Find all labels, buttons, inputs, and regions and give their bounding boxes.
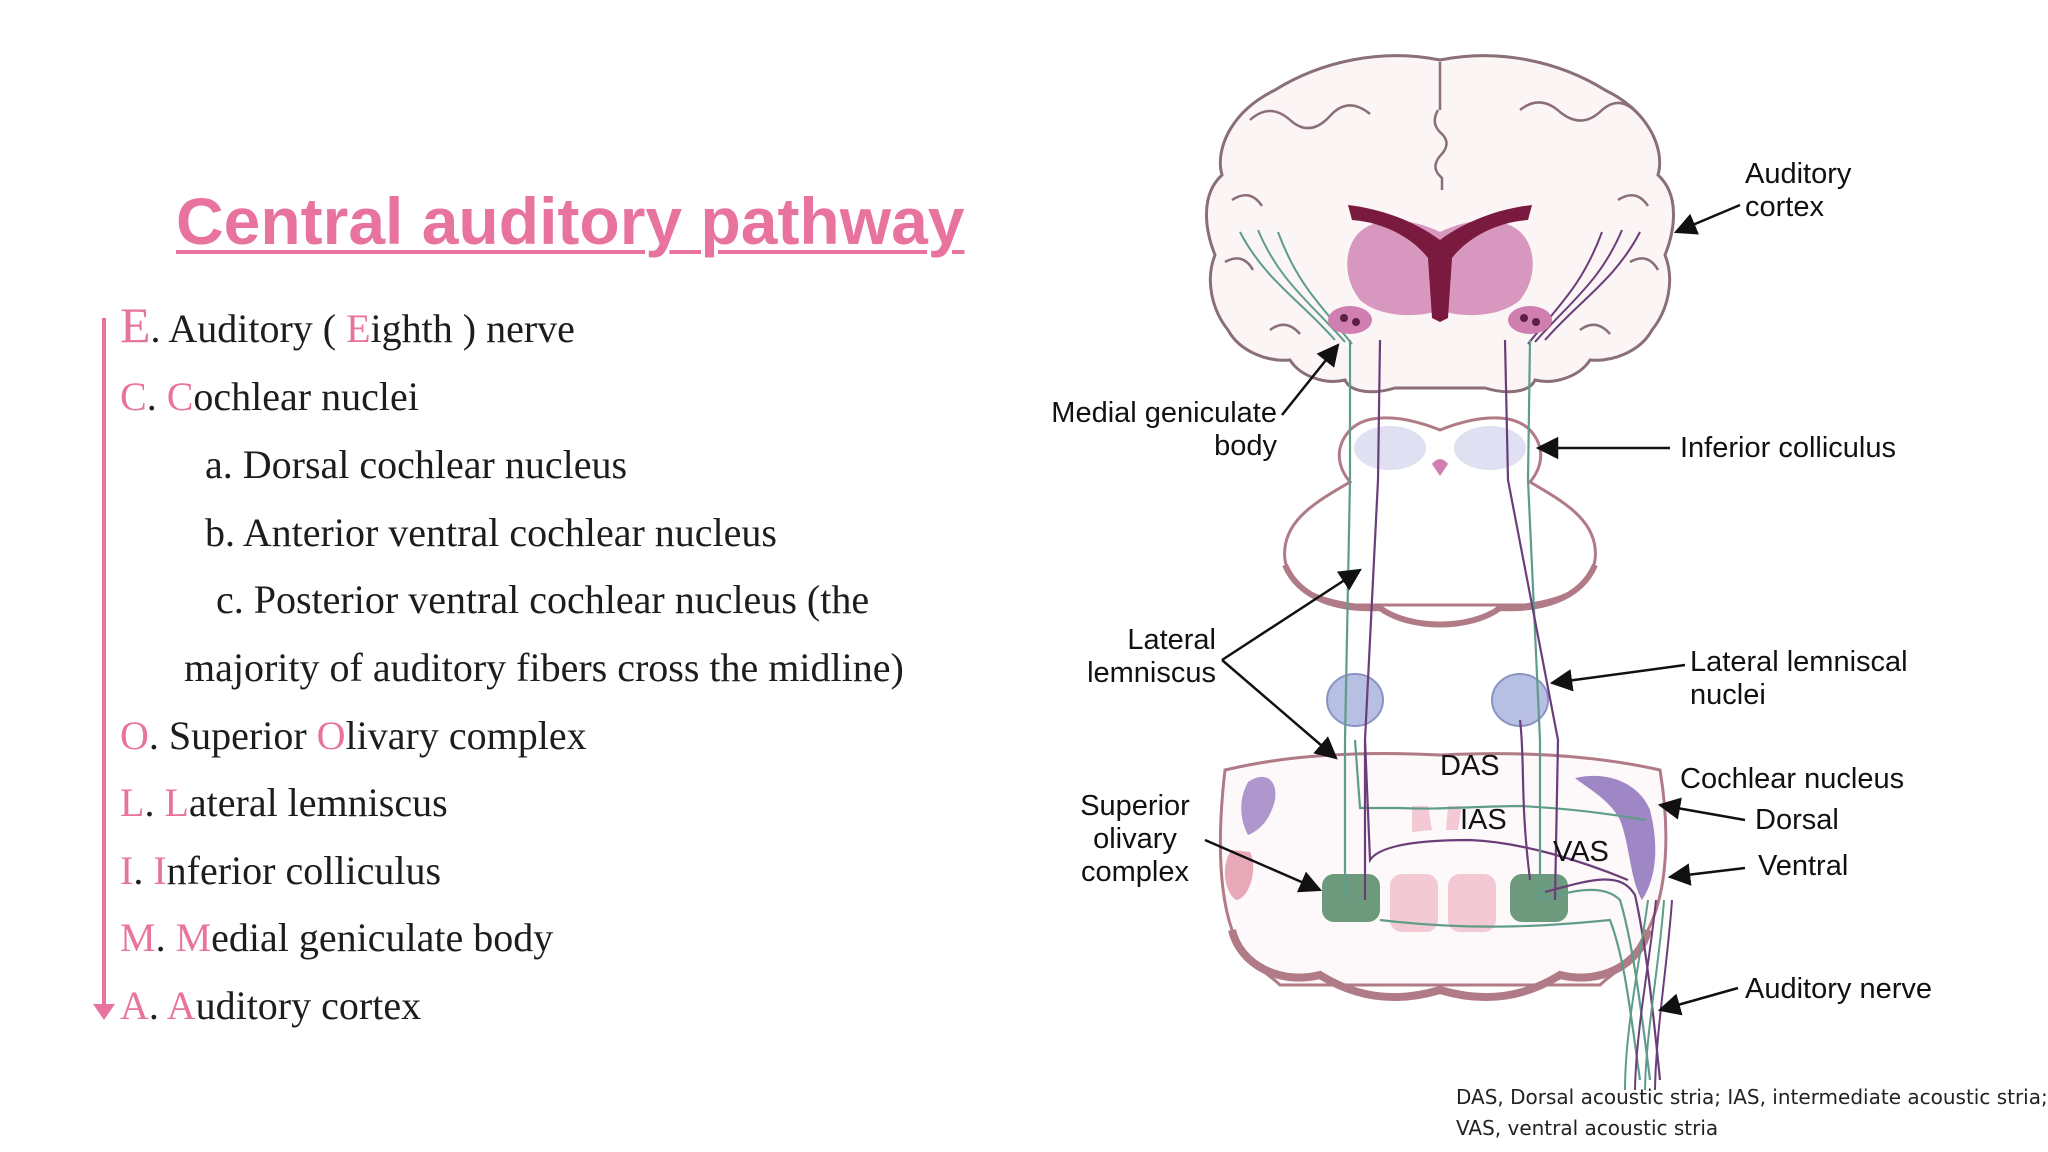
list-letter: O <box>120 713 149 758</box>
medulla <box>1218 752 1668 1002</box>
brain-section <box>1205 54 1675 394</box>
superior-olive-left <box>1322 874 1380 922</box>
list-subitem-a: a. Dorsal cochlear nucleus <box>205 442 628 487</box>
list-subitem-c-cont: majority of auditory fibers cross the mi… <box>184 645 904 690</box>
pathway-fibers <box>1343 339 1662 1081</box>
list-item-o: O. Superior Olivary complex <box>120 713 587 758</box>
label-dorsal: Dorsal <box>1755 804 1839 836</box>
medial-geniculate-left <box>1328 306 1372 334</box>
list-letter: C <box>120 374 147 419</box>
list-item-e: E. Auditory ( Eighth ) nerve <box>120 297 575 353</box>
label-ventral: Ventral <box>1758 850 1849 882</box>
list-letter: A <box>120 983 149 1028</box>
arrow-lateral-lemniscus-upper <box>1221 568 1362 662</box>
list-item-a: A. Auditory cortex <box>120 983 422 1028</box>
list-item-l: L. Lateral lemniscus <box>120 780 448 825</box>
medial-geniculate-right <box>1508 306 1552 334</box>
label-ias: IAS <box>1460 804 1507 836</box>
cochlear-nucleus-dorsal <box>1575 775 1656 900</box>
arrow-auditory-nerve <box>1657 986 1739 1016</box>
list-subitem-c: c. Posterior ventral cochlear nucleus (t… <box>216 577 870 622</box>
arrow-ventral <box>1667 863 1746 886</box>
callout-arrows <box>1204 203 1746 1016</box>
arrow-lateral-lemniscus-lower <box>1221 659 1338 760</box>
arrow-medial-geniculate <box>1281 343 1340 416</box>
list-item-i: I. Inferior colliculus <box>120 848 442 893</box>
list-letter: M <box>120 915 156 960</box>
label-inferior-colliculus: Inferior colliculus <box>1680 432 1896 464</box>
label-vas: VAS <box>1553 836 1609 868</box>
label-auditory-cortex: Auditory cortex <box>1745 158 1852 223</box>
label-lateral-lemniscus: Lateral lemniscus <box>1087 624 1216 689</box>
label-medial-geniculate: Medial geniculate body <box>1051 397 1277 462</box>
label-das: DAS <box>1440 750 1500 782</box>
lateral-lemniscal-nucleus-left <box>1326 673 1384 727</box>
arrow-lateral-lemniscal-nuclei <box>1549 663 1686 692</box>
list-item-m: M. Medial geniculate body <box>120 915 554 960</box>
arrow-superior-olivary <box>1204 838 1323 893</box>
list-letter: I <box>120 848 134 893</box>
label-superior-olivary: Superior olivary complex <box>1080 790 1190 888</box>
label-cochlear-nucleus: Cochlear nucleus <box>1680 763 1905 795</box>
list-subitem-b: b. Anterior ventral cochlear nucleus <box>205 510 777 555</box>
inferior-colliculus-right <box>1454 426 1526 470</box>
arrow-auditory-cortex <box>1673 203 1741 235</box>
guide-line <box>102 318 106 1008</box>
label-lateral-lemniscal-nuclei: Lateral lemniscal nuclei <box>1690 646 1908 711</box>
list-letter: L <box>120 780 145 825</box>
inferior-colliculus-left <box>1354 426 1426 470</box>
list-letter: E <box>120 297 151 353</box>
list-item-c: C. Cochlear nuclei <box>120 374 419 419</box>
pons <box>1326 673 1549 727</box>
midbrain <box>1282 416 1598 628</box>
diagram-caption: DAS, Dorsal acoustic stria; IAS, interme… <box>1456 1085 2046 1140</box>
label-auditory-nerve: Auditory nerve <box>1745 973 1932 1005</box>
guide-arrow-icon <box>93 1004 115 1020</box>
ventricle <box>1348 205 1532 322</box>
arrow-dorsal <box>1657 797 1746 822</box>
slide-title: Central auditory pathway <box>176 184 965 258</box>
